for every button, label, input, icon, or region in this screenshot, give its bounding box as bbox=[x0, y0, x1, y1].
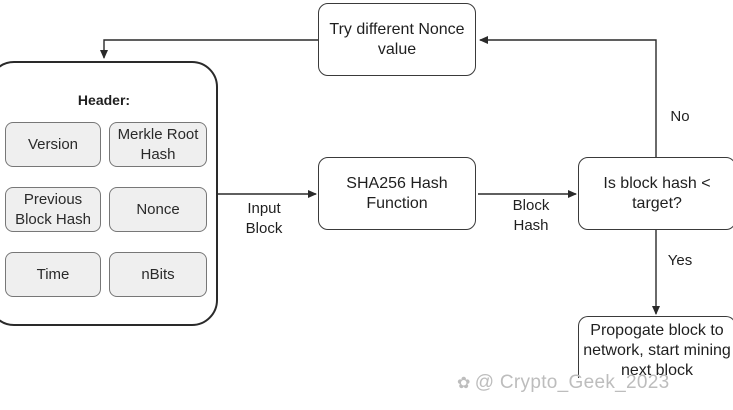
label-yes: Yes bbox=[667, 252, 693, 269]
watermark: ✿@ Crypto_Geek_2023 bbox=[457, 372, 669, 394]
watermark-text: @ Crypto_Geek_2023 bbox=[474, 372, 670, 393]
watermark-logo-icon: ✿ bbox=[457, 375, 471, 392]
try-nonce-node: Try different Nonce value bbox=[318, 3, 476, 76]
field-time: Time bbox=[5, 252, 101, 297]
propagate-node: Propogate block to network, start mining… bbox=[578, 316, 733, 378]
field-nbits: nBits bbox=[109, 252, 207, 297]
label-block-hash: Block Hash bbox=[512, 197, 550, 234]
label-input-block: Input Block bbox=[245, 200, 283, 237]
arrow-retry bbox=[100, 39, 318, 59]
arrow-no bbox=[479, 36, 657, 158]
sha256-node: SHA256 Hash Function bbox=[318, 157, 476, 230]
header-title: Header: bbox=[77, 92, 131, 108]
decision-node: Is block hash < target? bbox=[578, 157, 733, 230]
field-nonce: Nonce bbox=[109, 187, 207, 232]
field-previous-block-hash: Previous Block Hash bbox=[5, 187, 101, 232]
label-no: No bbox=[670, 108, 690, 125]
field-version: Version bbox=[5, 122, 101, 167]
field-merkle-root-hash: Merkle Root Hash bbox=[109, 122, 207, 167]
